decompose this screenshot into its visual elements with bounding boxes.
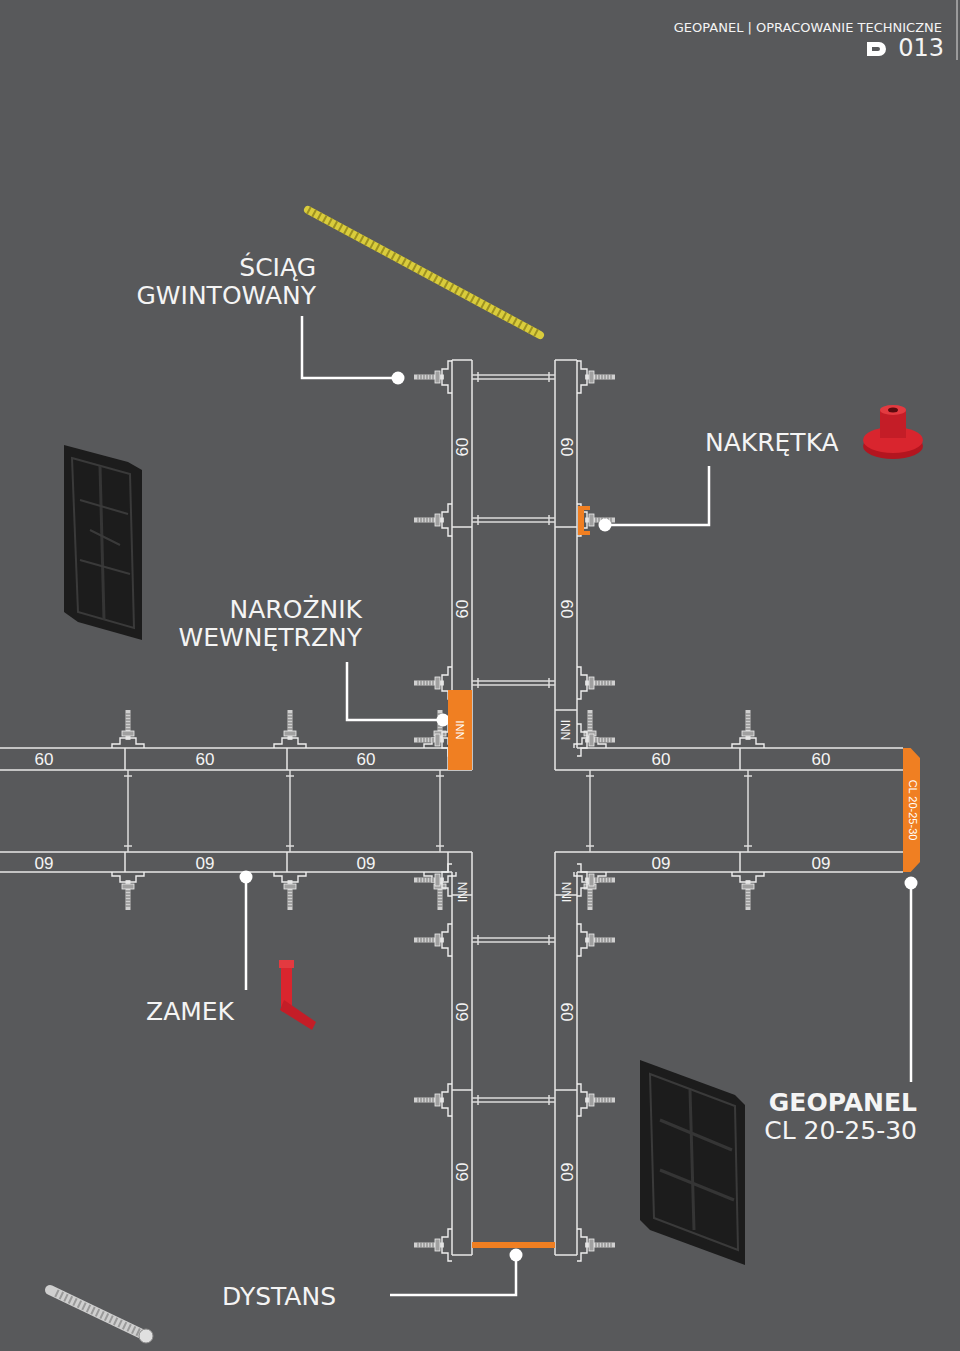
logo-mark bbox=[867, 42, 886, 56]
corner-mark: NNI bbox=[560, 882, 572, 903]
panel-width: 60 bbox=[558, 600, 575, 619]
nut-marker bbox=[578, 506, 590, 535]
panel-width: 60 bbox=[196, 751, 215, 768]
inner-corner: NNI bbox=[448, 690, 472, 770]
panel-width: 60 bbox=[196, 854, 215, 871]
page-number: 013 bbox=[842, 34, 944, 62]
callout-label: ŚCIĄG GWINTOWANY bbox=[76, 254, 316, 310]
panel-picture bbox=[64, 445, 142, 640]
panel-width: 60 bbox=[652, 751, 671, 768]
callout-label: DYSTANS bbox=[222, 1282, 382, 1311]
panel-width: 60 bbox=[454, 1003, 471, 1022]
part-code: CL 20-25-30 bbox=[906, 780, 917, 841]
panel-width: 60 bbox=[558, 1003, 575, 1022]
panel-width: 60 bbox=[652, 854, 671, 871]
lock-picture bbox=[279, 960, 316, 1030]
nut-picture bbox=[863, 405, 923, 459]
panel-width: 60 bbox=[35, 751, 54, 768]
corner-fill bbox=[448, 690, 472, 770]
header-title: GEOPANEL | OPRACOWANIE TECHNICZNE bbox=[560, 20, 942, 35]
callout-label: GEOPANEL bbox=[700, 1088, 917, 1117]
panel-width: 60 bbox=[454, 600, 471, 619]
panel-width: 60 bbox=[558, 1163, 575, 1182]
corner-mark: NNI bbox=[456, 882, 468, 903]
panel-width: 60 bbox=[812, 854, 831, 871]
spacer-picture bbox=[50, 1290, 153, 1343]
leader-line bbox=[246, 316, 911, 1295]
panel-width: 60 bbox=[812, 751, 831, 768]
panel-width: 60 bbox=[35, 854, 54, 871]
tie-bolts bbox=[112, 361, 764, 1261]
corner-mark: NNI bbox=[560, 720, 572, 741]
cap-fill bbox=[903, 748, 920, 872]
part-code: NNI bbox=[455, 721, 466, 740]
panel-picture bbox=[640, 1060, 745, 1265]
spacer-marker bbox=[472, 1242, 555, 1248]
panel-width: 60 bbox=[454, 1163, 471, 1182]
callout-label: NAKRĘTKA bbox=[705, 428, 875, 457]
callout-label: CL 20-25-30 bbox=[700, 1116, 917, 1145]
leader-dot bbox=[240, 372, 918, 1262]
panel-width: 60 bbox=[357, 751, 376, 768]
callout-label: ZAMEK bbox=[146, 997, 266, 1026]
end-cap: CL 20-25-30 bbox=[903, 748, 920, 872]
threaded-rod-picture bbox=[308, 210, 540, 335]
header-rule bbox=[957, 0, 958, 60]
callout-label: NAROŻNIK WEWNĘTRZNY bbox=[110, 596, 362, 652]
panel-width: 60 bbox=[558, 438, 575, 457]
panel-width: 60 bbox=[454, 438, 471, 457]
panel-width: 60 bbox=[357, 854, 376, 871]
tie-inner bbox=[124, 372, 752, 1105]
